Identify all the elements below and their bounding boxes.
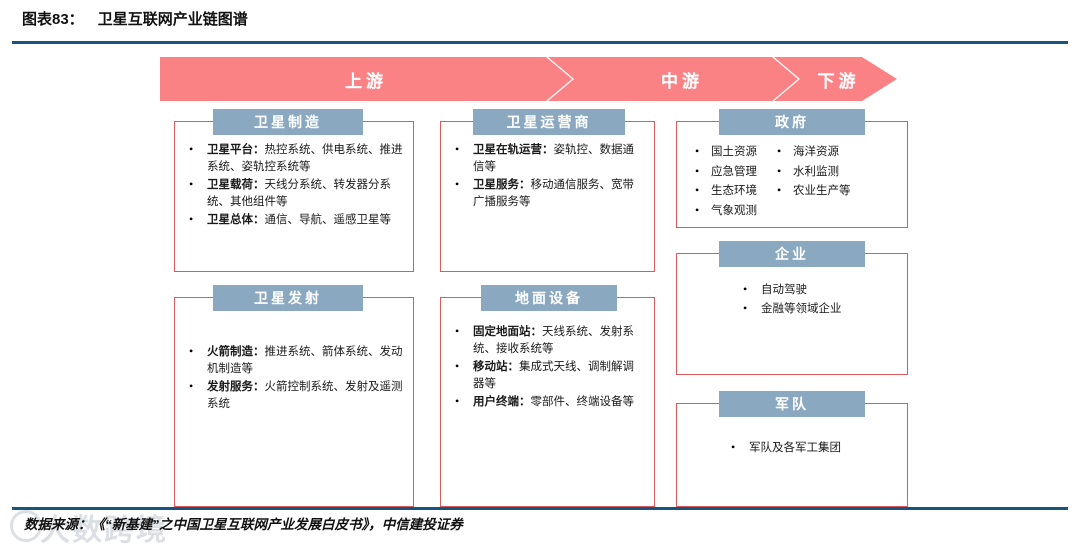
item-rest: 姿轨控、数据通信等 [473,144,634,173]
item-rest: 天线分系统、转发器分系统、其他组件等 [207,179,391,208]
list-item: 移动站：集成式天线、调制解调器等 [451,358,644,392]
box-title-military: 军队 [775,398,809,413]
item-lead: 用户终端： [473,396,531,408]
bullet-list: 军队及各军工集团 [727,439,901,457]
list-item: 军队及各军工集团 [727,439,901,457]
item-rest: 火箭控制系统、发射及遥测系统 [207,381,403,410]
box-enterprise: 企业 自动驾驶 金融等领域企业 [676,241,908,375]
box-title-satellite-manufacturing: 卫星制造 [254,116,322,131]
bullet-list: 自动驾驶 金融等领域企业 [739,281,901,318]
list-item: 火箭制造：推进系统、箭体系统、发动机制造等 [185,343,403,377]
value-chain-banner: 上游 中游 下游 [160,57,897,101]
box-body-ground-equipment: 固定地面站：天线系统、发射系统、接收系统等 移动站：集成式天线、调制解调器等 用… [441,323,654,413]
item-lead: 移动站： [473,361,519,373]
figure-label: 图表83： [22,11,84,28]
box-satellite-manufacturing: 卫星制造 卫星平台：热控系统、供电系统、推进系统、姿轨控系统等 卫星载荷：天线分… [174,109,414,272]
item-lead: 卫星平台： [207,144,265,156]
bullet-list: 火箭制造：推进系统、箭体系统、发动机制造等 发射服务：火箭控制系统、发射及遥测系… [185,343,403,412]
list-item: 卫星载荷：天线分系统、转发器分系统、其他组件等 [185,176,403,210]
list-item: 用户终端：零部件、终端设备等 [451,393,644,411]
government-columns: 国土资源 应急管理 生态环境 气象观测 海洋资源 水利监测 农业生产等 [691,143,901,222]
box-ground-equipment: 地面设备 固定地面站：天线系统、发射系统、接收系统等 移动站：集成式天线、调制解… [440,285,655,507]
box-title-enterprise: 企业 [775,248,809,263]
list-item: 海洋资源 [773,143,851,161]
box-body-enterprise: 自动驾驶 金融等领域企业 [677,281,907,319]
list-item: 卫星平台：热控系统、供电系统、推进系统、姿轨控系统等 [185,141,403,175]
box-body-satellite-manufacturing: 卫星平台：热控系统、供电系统、推进系统、姿轨控系统等 卫星载荷：天线分系统、转发… [175,141,413,231]
item-rest: 通信、导航、遥感卫星等 [264,214,392,226]
footer-divider [12,507,1068,510]
banner-label-upstream: 上游 [345,71,387,91]
box-header-satellite-launch: 卫星发射 [213,285,363,311]
watermark-logo-icon [10,510,42,542]
item-rest: 零部件、终端设备等 [530,396,635,408]
figure-title: 卫星互联网产业链图谱 [97,11,248,28]
list-item: 发射服务：火箭控制系统、发射及遥测系统 [185,378,403,412]
bullet-list: 卫星在轨运营：姿轨控、数据通信等 卫星服务：移动通信服务、宽带广播服务等 [451,141,644,210]
box-government: 政府 国土资源 应急管理 生态环境 气象观测 海洋资源 水利监测 农业生产等 [676,109,908,228]
list-item: 卫星在轨运营：姿轨控、数据通信等 [451,141,644,175]
box-body-military: 军队及各军工集团 [677,439,907,459]
box-title-satellite-launch: 卫星发射 [254,292,322,307]
box-body-satellite-launch: 火箭制造：推进系统、箭体系统、发动机制造等 发射服务：火箭控制系统、发射及遥测系… [175,343,413,414]
item-lead: 火箭制造： [207,346,265,358]
banner-segment-upstream: 上游 [160,57,572,101]
box-body-government: 国土资源 应急管理 生态环境 气象观测 海洋资源 水利监测 农业生产等 [677,143,907,222]
list-item: 金融等领域企业 [739,300,901,318]
bullet-list: 固定地面站：天线系统、发射系统、接收系统等 移动站：集成式天线、调制解调器等 用… [451,323,644,411]
list-item: 卫星总体：通信、导航、遥感卫星等 [185,211,403,229]
page-title: 图表83： 卫星互联网产业链图谱 [22,8,248,29]
list-item: 水利监测 [773,163,851,181]
item-rest: 热控系统、供电系统、推进系统、姿轨控系统等 [207,144,403,173]
item-lead: 固定地面站： [473,326,542,338]
banner-segment-midstream: 中游 [548,57,798,101]
box-title-government: 政府 [775,116,809,131]
box-title-satellite-operator: 卫星运营商 [506,116,592,131]
item-lead: 发射服务： [207,381,265,393]
list-item: 气象观测 [691,202,757,220]
banner-label-midstream: 中游 [661,71,703,91]
box-header-satellite-manufacturing: 卫星制造 [213,109,363,135]
list-item: 固定地面站：天线系统、发射系统、接收系统等 [451,323,644,357]
list-item: 应急管理 [691,163,757,181]
title-divider [12,41,1068,44]
list-item: 生态环境 [691,182,757,200]
item-lead: 卫星总体： [207,214,265,226]
bullet-list-right: 海洋资源 水利监测 农业生产等 [773,143,851,222]
list-item: 国土资源 [691,143,757,161]
box-header-government: 政府 [719,109,865,135]
item-lead: 卫星载荷： [207,179,265,191]
list-item: 农业生产等 [773,182,851,200]
box-header-ground-equipment: 地面设备 [481,285,617,311]
item-rest: 推进系统、箭体系统、发动机制造等 [207,346,403,375]
box-header-military: 军队 [719,391,865,417]
watermark-text: 大数跨境 [40,514,168,547]
banner-label-downstream: 下游 [817,71,860,91]
item-rest: 移动通信服务、宽带广播服务等 [473,179,634,208]
list-item: 卫星服务：移动通信服务、宽带广播服务等 [451,176,644,210]
box-title-ground-equipment: 地面设备 [515,292,583,307]
box-header-satellite-operator: 卫星运营商 [473,109,625,135]
box-military: 军队 军队及各军工集团 [676,391,908,507]
item-rest: 天线系统、发射系统、接收系统等 [473,326,634,355]
bullet-list: 卫星平台：热控系统、供电系统、推进系统、姿轨控系统等 卫星载荷：天线分系统、转发… [185,141,403,229]
item-rest: 集成式天线、调制解调器等 [473,361,634,390]
item-lead: 卫星服务： [473,179,531,191]
box-header-enterprise: 企业 [719,241,865,267]
item-lead: 卫星在轨运营： [473,144,554,156]
bullet-list-left: 国土资源 应急管理 生态环境 气象观测 [691,143,757,222]
box-satellite-operator: 卫星运营商 卫星在轨运营：姿轨控、数据通信等 卫星服务：移动通信服务、宽带广播服… [440,109,655,272]
box-body-satellite-operator: 卫星在轨运营：姿轨控、数据通信等 卫星服务：移动通信服务、宽带广播服务等 [441,141,654,212]
source-note: 数据来源：《“新基建”之中国卫星互联网产业发展白皮书》，中信建投证券 [24,517,463,532]
list-item: 自动驾驶 [739,281,901,299]
box-satellite-launch: 卫星发射 火箭制造：推进系统、箭体系统、发动机制造等 发射服务：火箭控制系统、发… [174,285,414,507]
